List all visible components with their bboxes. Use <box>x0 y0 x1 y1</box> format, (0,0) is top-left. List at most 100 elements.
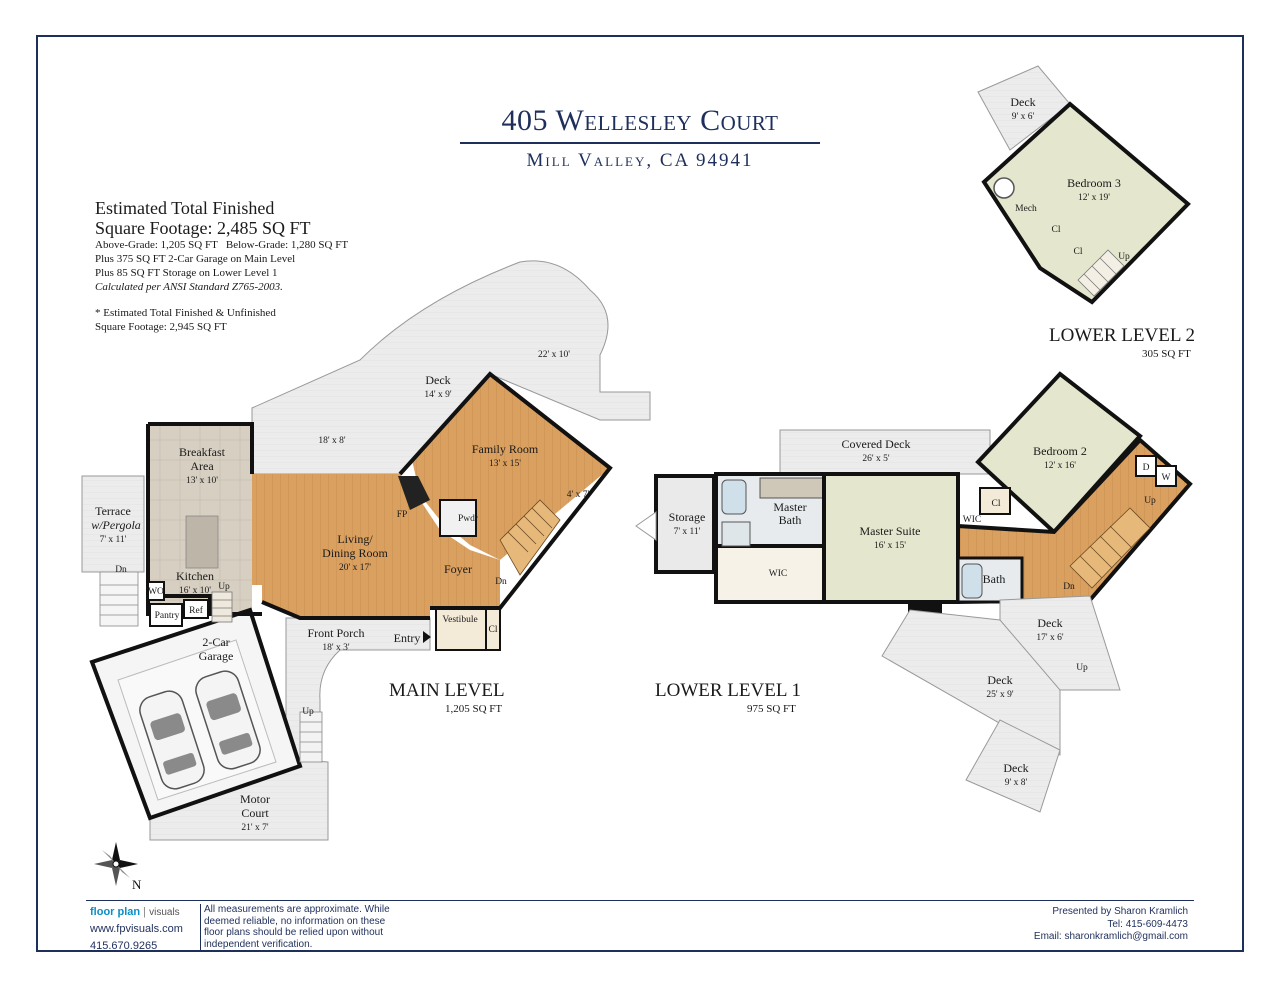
tub-l1 <box>721 479 747 515</box>
label-kitchen: Kitchen <box>176 569 214 583</box>
terrace <box>81 475 145 573</box>
vanity <box>759 477 831 499</box>
label-deck-9x8-dim: 9' x 8' <box>1005 778 1028 788</box>
label-deck-9x6: Deck <box>1010 95 1035 109</box>
label-deck-25x9: Deck <box>987 673 1012 687</box>
level-lower2-name: LOWER LEVEL 2 <box>1049 325 1195 346</box>
stairs-up-kitchen <box>211 591 233 623</box>
level-main-name: MAIN LEVEL <box>389 680 505 701</box>
lower-level-1-plan <box>635 371 1193 813</box>
bedroom3-floor <box>981 101 1191 305</box>
label-deck-18x8: 18' x 8' <box>318 436 345 446</box>
label-covered-deck: Covered Deck <box>842 437 911 451</box>
label-motor-dim: 21' x 7' <box>241 823 268 833</box>
label-master-suite-dim: 16' x 15' <box>874 541 906 551</box>
level-lower1-sqft: 975 SQ FT <box>747 703 796 715</box>
powder-room <box>439 499 477 537</box>
property-address: Mill Valley, CA 94941 <box>526 150 754 171</box>
brand-website[interactable]: www.fpvisuals.com <box>90 923 183 935</box>
label-up-kitchen: Up <box>218 582 230 592</box>
brand-name: floor plan <box>90 906 141 918</box>
terrace-stairs <box>99 571 139 627</box>
master-suite-floor <box>822 472 960 604</box>
label-master-bath-1: Master <box>773 500 806 514</box>
label-terrace-dim: 7' x 11' <box>100 535 127 545</box>
main-stairs <box>499 499 561 576</box>
room-labels: 22' x 10' Deck 14' x 9' 18' x 8' Breakfa… <box>91 95 1170 833</box>
label-covered-deck-dim: 26' x 5' <box>862 454 889 464</box>
brand-suffix: visuals <box>149 907 180 918</box>
tub-bath <box>961 563 983 599</box>
label-garage-1: 2-Car <box>202 635 229 649</box>
porch-stairs <box>299 711 323 763</box>
level-lower2-sqft: 305 SQ FT <box>1142 348 1191 360</box>
deck-9x8 <box>965 719 1061 813</box>
square-footage-summary: Estimated Total Finished Square Footage:… <box>95 198 395 334</box>
summary-unfinished-2: Square Footage: 2,945 SQ FT <box>95 321 227 333</box>
label-breakfast-1: Breakfast <box>179 445 226 459</box>
refrigerator <box>183 599 209 619</box>
label-storage-dim: 7' x 11' <box>674 527 701 537</box>
label-dn-l1: Dn <box>1063 582 1075 592</box>
label-master-bath-2: Bath <box>779 513 802 527</box>
label-breakfast-2: Area <box>190 459 214 473</box>
label-dn-main: Dn <box>495 577 507 587</box>
summary-heading-1: Estimated Total Finished <box>95 198 275 218</box>
label-deck-17x6-dim: 17' x 6' <box>1036 633 1063 643</box>
label-dn-terrace: Dn <box>115 565 127 575</box>
disclaimer: All measurements are approximate. While … <box>200 904 404 950</box>
label-bedroom3: Bedroom 3 <box>1067 176 1121 190</box>
l2-stairs <box>1077 249 1125 297</box>
label-deck-main: Deck <box>425 373 450 387</box>
presenter-email[interactable]: Email: sharonkramlich@gmail.com <box>1033 931 1188 942</box>
label-pantry: Pantry <box>155 611 180 621</box>
wo-closet <box>147 581 165 601</box>
label-terrace-2: w/Pergola <box>91 518 141 532</box>
summary-grades: Above-Grade: 1,205 SQ FT Below-Grade: 1,… <box>95 239 349 251</box>
shower <box>721 521 751 547</box>
summary-garage: Plus 375 SQ FT 2-Car Garage on Main Leve… <box>95 253 296 265</box>
label-master-suite: Master Suite <box>860 524 921 538</box>
label-vestibule: Vestibule <box>442 615 477 625</box>
label-living-2: Dining Room <box>322 546 388 560</box>
label-deck-main-dim: 14' x 9' <box>424 390 451 400</box>
compass-rose-icon: N <box>94 842 154 899</box>
pantry <box>149 603 183 627</box>
label-wic-1: WIC <box>769 569 787 579</box>
label-bath: Bath <box>983 572 1006 586</box>
label-breakfast-dim: 13' x 10' <box>186 476 218 486</box>
label-bedroom2-dim: 12' x 16' <box>1044 461 1076 471</box>
label-storage: Storage <box>669 510 706 524</box>
label-dryer: D <box>1143 463 1150 473</box>
main-level-plan <box>81 260 651 841</box>
summary-unfinished-1: * Estimated Total Finished & Unfinished <box>95 307 276 319</box>
footer-rule <box>86 900 1194 901</box>
summary-standard: Calculated per ANSI Standard Z765-2003. <box>95 281 283 293</box>
label-family-dim: 13' x 15' <box>489 459 521 469</box>
label-deck-9x6-dim: 9' x 6' <box>1012 112 1035 122</box>
summary-heading-2: Square Footage: 2,485 SQ FT <box>95 218 311 238</box>
label-terrace-1: Terrace <box>95 504 131 518</box>
presenter-block: Presented by Sharon Kramlich Tel: 415-60… <box>1034 906 1188 944</box>
l1-stairs <box>1069 507 1151 589</box>
fireplace <box>398 476 430 510</box>
compass-north-label: N <box>132 877 142 892</box>
label-deck-9x8: Deck <box>1003 761 1028 775</box>
kitchen-island <box>185 515 219 569</box>
presenter-tel: Tel: 415-609-4473 <box>1107 918 1188 930</box>
label-cl-l1: Cl <box>992 499 1001 509</box>
property-title: 405 Wellesley Court <box>501 104 779 137</box>
label-wo: WO <box>148 587 164 597</box>
bedroom2-floor <box>975 371 1143 535</box>
brand-phone: 415.670.9265 <box>90 940 158 952</box>
label-bedroom2: Bedroom 2 <box>1033 444 1087 458</box>
deck-main <box>251 260 651 475</box>
label-living-dim: 20' x 17' <box>339 563 371 573</box>
label-washer: W <box>1162 473 1171 483</box>
mech-unit-icon <box>993 177 1015 199</box>
entry-arrow-icon <box>423 631 431 643</box>
storage-door <box>635 511 657 541</box>
level-main-sqft: 1,205 SQ FT <box>445 703 503 715</box>
label-living-1: Living/ <box>337 532 373 546</box>
